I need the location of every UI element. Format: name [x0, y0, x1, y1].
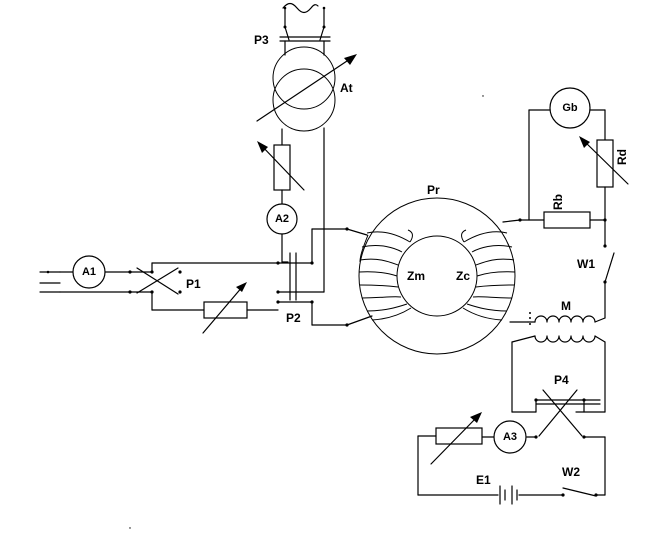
- label-gb: Gb: [562, 102, 578, 114]
- label-p4: P4: [554, 373, 569, 387]
- label-p3: P3: [254, 33, 269, 47]
- label-w1: W1: [577, 257, 595, 271]
- label-at: At: [340, 81, 353, 95]
- battery-e1: E1: [476, 473, 518, 505]
- mutual-inductor-m: M: [529, 299, 596, 343]
- ammeter-a2: A2: [266, 203, 298, 235]
- ammeter-a1: A1: [72, 255, 106, 289]
- label-w2: W2: [562, 465, 580, 479]
- label-rd: Rd: [615, 149, 629, 165]
- resistor-rb: Rb: [543, 194, 591, 229]
- label-p1: P1: [186, 277, 201, 291]
- variable-resistor-rd: Rd: [579, 136, 629, 188]
- toroid-pr: Pr Zm Zc: [358, 183, 516, 355]
- dc-source-symbol: [39, 270, 61, 293]
- variable-resistor-at: [257, 141, 305, 191]
- label-a2: A2: [275, 213, 289, 225]
- switch-w1: W1: [577, 244, 615, 284]
- ac-source-symbol: [282, 2, 326, 14]
- variable-resistor-bottom: [430, 412, 483, 465]
- switch-w2: W2: [561, 465, 598, 497]
- winding-zm: Zm: [358, 229, 425, 321]
- autotransformer-at: At: [256, 46, 357, 132]
- label-e1: E1: [476, 473, 491, 487]
- label-a3: A3: [503, 431, 517, 443]
- label-zc: Zc: [456, 269, 470, 283]
- reversing-switch-p4: P4: [534, 373, 601, 439]
- label-pr: Pr: [427, 183, 440, 197]
- switch-p2: P2: [276, 252, 325, 325]
- switch-p3: P3: [254, 7, 331, 56]
- label-m: M: [561, 299, 571, 313]
- galvanometer-gb: Gb: [549, 87, 591, 129]
- variable-resistor-p1: [202, 282, 248, 334]
- winding-zc: Zc: [456, 229, 516, 321]
- label-p2: P2: [286, 311, 301, 325]
- label-a1: A1: [82, 266, 96, 278]
- ammeter-a3: A3: [493, 420, 527, 454]
- reversing-switch-p1: P1: [129, 264, 201, 311]
- label-zm: Zm: [407, 269, 425, 283]
- label-rb: Rb: [551, 194, 565, 210]
